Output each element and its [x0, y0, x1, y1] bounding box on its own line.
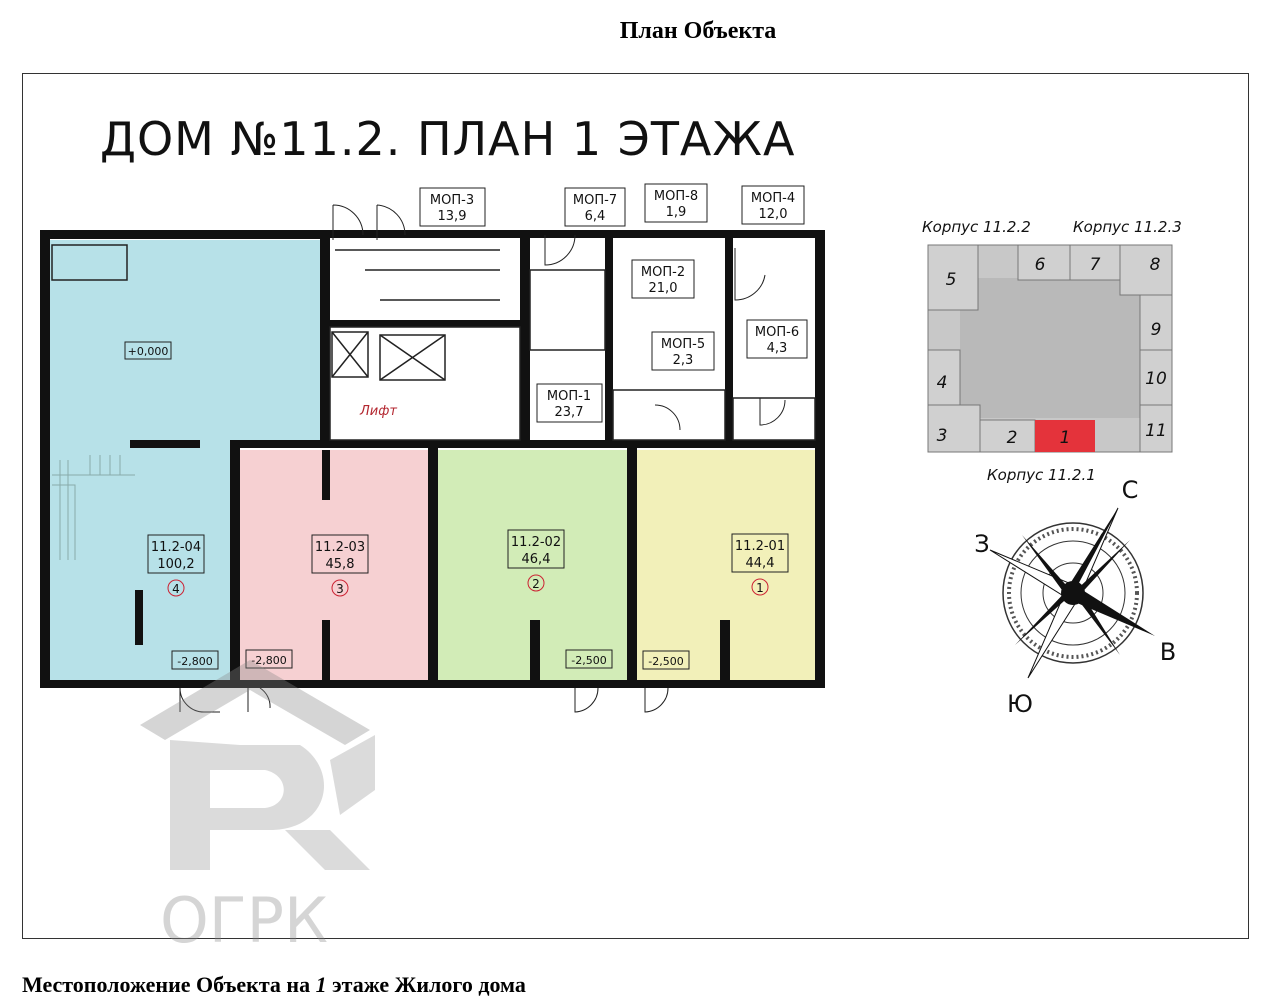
unit-03-id: 11.2-03: [315, 540, 365, 555]
walls: [40, 230, 825, 688]
mop-5-area: 2,3: [673, 353, 694, 368]
plan-frame: [22, 73, 1249, 939]
mop-5-name: МОП-5: [661, 337, 705, 352]
mop-3-name: МОП-3: [430, 193, 474, 208]
elevator-shafts: [331, 331, 446, 381]
door-swings: [179, 204, 786, 713]
unit-03-area: 45,8: [326, 557, 355, 572]
section-8-label: 8: [1150, 255, 1161, 275]
unit-04-lower-fill: [45, 445, 235, 685]
highlighted-section-1: [1035, 420, 1095, 452]
footer-floor: 1: [315, 972, 327, 997]
mop-7-area: 6,4: [585, 209, 606, 224]
mop-labels: МОП-3 13,9 МОП-7 6,4 МОП-8 1,9 МОП-4 12,…: [419, 183, 808, 423]
building-11-2-3-label: Корпус 11.2.3: [1073, 218, 1182, 236]
mop-1-area: 23,7: [555, 405, 584, 420]
section-5-label: 5: [946, 270, 957, 290]
unit-labels: 11.2-04 100,2 4 -2,800 11.2-03 45,8 3 -2…: [147, 529, 789, 670]
plan-title: ДОМ №11.2. ПЛАН 1 ЭТАЖА: [100, 112, 795, 166]
unit-04-marker: 4: [172, 582, 180, 596]
ogrk-watermark-logo: ОГРК: [140, 660, 375, 957]
footer-prefix: Местоположение Объекта на: [22, 972, 316, 997]
unit-03-level: -2,800: [251, 654, 286, 667]
stair-icon: [52, 455, 135, 560]
section-6-label: 6: [1035, 255, 1046, 275]
footer-caption: Местоположение Объекта на 1 этаже Жилого…: [22, 972, 526, 998]
mop-1-name: МОП-1: [547, 389, 591, 404]
compass-south-label: Ю: [1007, 690, 1033, 718]
section-1-label: 1: [1060, 428, 1071, 448]
zero-level-mark: +0,000: [128, 345, 169, 358]
mop-8-name: МОП-8: [654, 189, 698, 204]
section-10-label: 10: [1145, 369, 1167, 389]
mop-4-name: МОП-4: [751, 191, 795, 206]
mop-3-area: 13,9: [438, 209, 467, 224]
section-4-label: 4: [937, 373, 948, 393]
compass-rose-icon: С В Ю З: [974, 476, 1176, 718]
section-3-label: 3: [937, 426, 948, 446]
section-9-label: 9: [1151, 320, 1162, 340]
compass-east-label: В: [1160, 638, 1176, 666]
section-11-label: 11: [1145, 421, 1167, 441]
footer-suffix: этаже Жилого дома: [326, 972, 526, 997]
unit-01-id: 11.2-01: [735, 539, 785, 554]
key-plan: Корпус 11.2.2 Корпус 11.2.3 Корпус 11.2.…: [922, 218, 1182, 484]
mop-4-area: 12,0: [759, 207, 788, 222]
unit-04-level: -2,800: [177, 655, 212, 668]
mop-6-name: МОП-6: [755, 325, 799, 340]
unit-03-fill: [235, 450, 430, 685]
building-11-2-1-label: Корпус 11.2.1: [987, 466, 1096, 484]
unit-04-id: 11.2-04: [151, 540, 201, 555]
unit-03-marker: 3: [336, 582, 344, 596]
section-7-label: 7: [1090, 255, 1101, 275]
compass-west-label: З: [974, 530, 989, 558]
compass-north-label: С: [1122, 476, 1139, 504]
mop-7-name: МОП-7: [573, 193, 617, 208]
unit-01-area: 44,4: [746, 556, 775, 571]
unit-02-id: 11.2-02: [511, 535, 561, 550]
section-2-label: 2: [1007, 428, 1018, 448]
unit-04-area: 100,2: [157, 557, 194, 572]
interior-lines: [51, 244, 816, 441]
unit-02-area: 46,4: [522, 552, 551, 567]
unit-02-marker: 2: [532, 577, 540, 591]
unit-04-upper-fill: [45, 240, 330, 445]
mop-6-area: 4,3: [767, 341, 788, 356]
unit-01-level: -2,500: [648, 655, 683, 668]
lift-label: Лифт: [359, 404, 397, 419]
watermark-text: ОГРК: [160, 884, 328, 957]
unit-01-marker: 1: [756, 581, 764, 595]
building-11-2-2-label: Корпус 11.2.2: [922, 218, 1031, 236]
document-title: План Объекта: [619, 18, 777, 44]
unit-02-level: -2,500: [571, 654, 606, 667]
mop-2-name: МОП-2: [641, 265, 685, 280]
mop-8-area: 1,9: [666, 205, 687, 220]
mop-2-area: 21,0: [649, 281, 678, 296]
